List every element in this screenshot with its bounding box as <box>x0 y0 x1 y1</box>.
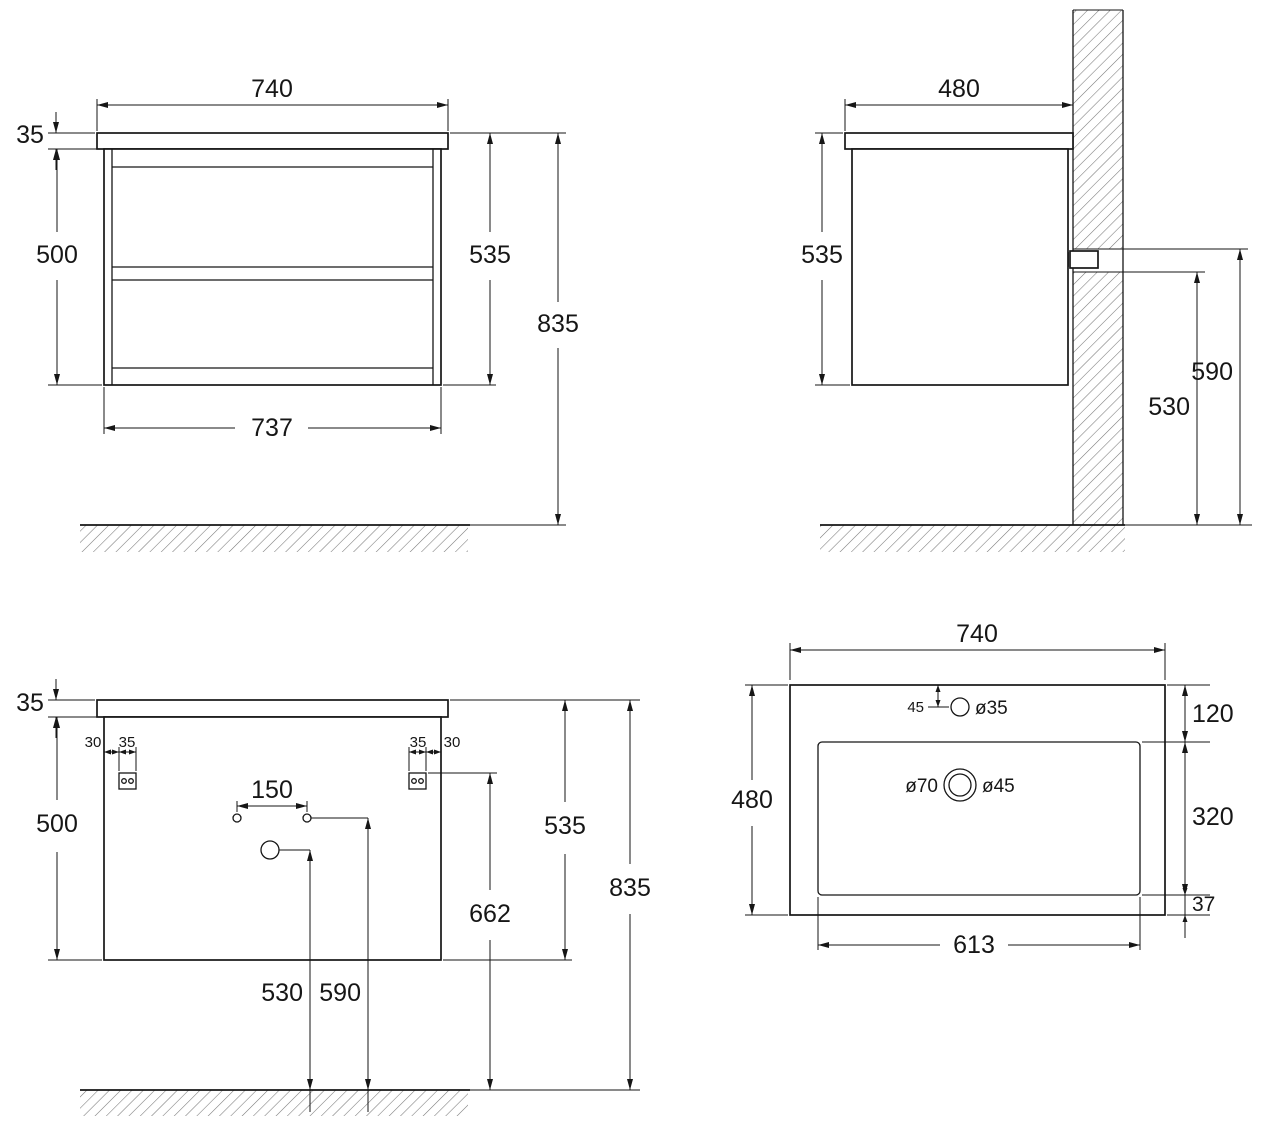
front-width-label: 740 <box>251 75 293 103</box>
wall-hatch <box>1072 9 1124 525</box>
back-view: 35 30 35 35 30 150 500 <box>16 679 651 1116</box>
side-view: 480 535 530 590 <box>801 9 1252 552</box>
dim-front-width: 740 <box>96 75 449 131</box>
dim-bracket-left: 30 35 <box>85 734 137 771</box>
front-top-to-floor-label: 835 <box>537 310 579 338</box>
dim-holes-to-floor: 590 <box>311 817 371 1112</box>
dim-front-body-width: 737 <box>103 387 442 442</box>
dim-drain-to-floor: 530 <box>261 849 313 1112</box>
dim-back-top-to-floor: 835 <box>609 700 651 1090</box>
dim-side-total-height: 535 <box>801 132 850 386</box>
back-rim-label: 37 <box>1192 893 1215 916</box>
back-body-height-label: 500 <box>36 810 78 838</box>
bowl-depth-label: 320 <box>1192 803 1234 831</box>
bracket-to-floor-label: 662 <box>469 900 511 928</box>
basin-width-label: 740 <box>956 620 998 648</box>
side-depth-label: 480 <box>938 75 980 103</box>
front-rim-label: 120 <box>1192 700 1234 728</box>
dim-basin-depth: 480 <box>731 684 788 916</box>
basin-top-view: 740 45 ø35 120 480 ø70 ø45 <box>731 620 1234 959</box>
side-lower-bracket-label: 530 <box>1148 393 1190 421</box>
dim-hole-spacing: 150 <box>236 776 308 812</box>
faucet-offset-label: 45 <box>907 699 924 716</box>
wall-rail <box>1053 248 1248 273</box>
dim-side-depth: 480 <box>844 75 1073 131</box>
faucet-diameter-label: ø35 <box>975 698 1008 719</box>
dim-front-body-height: 500 <box>36 149 102 386</box>
dim-bracket-to-floor: 662 <box>428 772 511 1090</box>
dim-faucet-diameter: ø35 <box>975 698 1008 719</box>
dim-bowl-width: 613 <box>817 897 1141 959</box>
floor-hatch <box>820 524 1252 552</box>
bowl-width-label: 613 <box>953 931 995 959</box>
right-edge-offset-label: 30 <box>444 734 461 751</box>
cabinet-front-outline <box>96 132 449 386</box>
cabinet-back-outline <box>96 699 449 961</box>
dim-front-rim: 120 <box>1142 684 1234 743</box>
basin-depth-label: 480 <box>731 786 773 814</box>
dim-front-top-to-floor: 835 <box>537 133 579 525</box>
floor-hatch <box>80 524 566 552</box>
dim-back-body-height: 500 <box>36 717 102 961</box>
front-view: 740 35 500 535 835 <box>16 75 579 552</box>
front-body-height-label: 500 <box>36 241 78 269</box>
back-top-to-floor-label: 835 <box>609 874 651 902</box>
drain-hole <box>943 768 977 802</box>
drain-to-floor-label: 530 <box>261 979 303 1007</box>
back-total-height-label: 535 <box>544 812 586 840</box>
dim-back-countertop: 35 <box>16 679 104 738</box>
left-bracket-width-label: 35 <box>119 734 136 751</box>
dim-faucet-offset: 45 <box>907 685 949 716</box>
front-body-width-label: 737 <box>251 414 293 442</box>
drain-outer-label: ø70 <box>905 776 938 797</box>
floor-hatch <box>80 1089 640 1116</box>
hole-spacing-label: 150 <box>251 776 293 804</box>
left-edge-offset-label: 30 <box>85 734 102 751</box>
dim-bracket-right: 35 30 <box>408 734 461 771</box>
dim-basin-width: 740 <box>789 620 1166 680</box>
front-total-height-label: 535 <box>469 241 511 269</box>
right-bracket-width-label: 35 <box>410 734 427 751</box>
dim-side-lower-bracket: 530 <box>1148 272 1200 525</box>
drain-inner-label: ø45 <box>982 776 1015 797</box>
front-countertop-label: 35 <box>16 121 44 149</box>
dim-front-countertop: 35 <box>16 112 104 170</box>
dim-side-upper-bracket: 590 <box>1191 249 1243 525</box>
mounting-bracket-right <box>408 772 427 790</box>
dim-front-total-height: 535 <box>443 132 566 386</box>
side-total-height-label: 535 <box>801 241 843 269</box>
back-countertop-label: 35 <box>16 689 44 717</box>
dim-bowl-depth: 320 <box>1142 742 1234 896</box>
dim-back-rim: 37 <box>1167 872 1215 938</box>
basin-outline <box>789 684 1166 916</box>
cabinet-side-outline <box>844 132 1074 386</box>
dim-back-total-height: 535 <box>443 699 640 961</box>
mounting-bracket-left <box>118 772 137 790</box>
dim-drain-diameters: ø70 ø45 <box>905 776 1015 797</box>
faucet-hole <box>950 697 970 717</box>
holes-to-floor-label: 590 <box>319 979 361 1007</box>
side-upper-bracket-label: 590 <box>1191 358 1233 386</box>
